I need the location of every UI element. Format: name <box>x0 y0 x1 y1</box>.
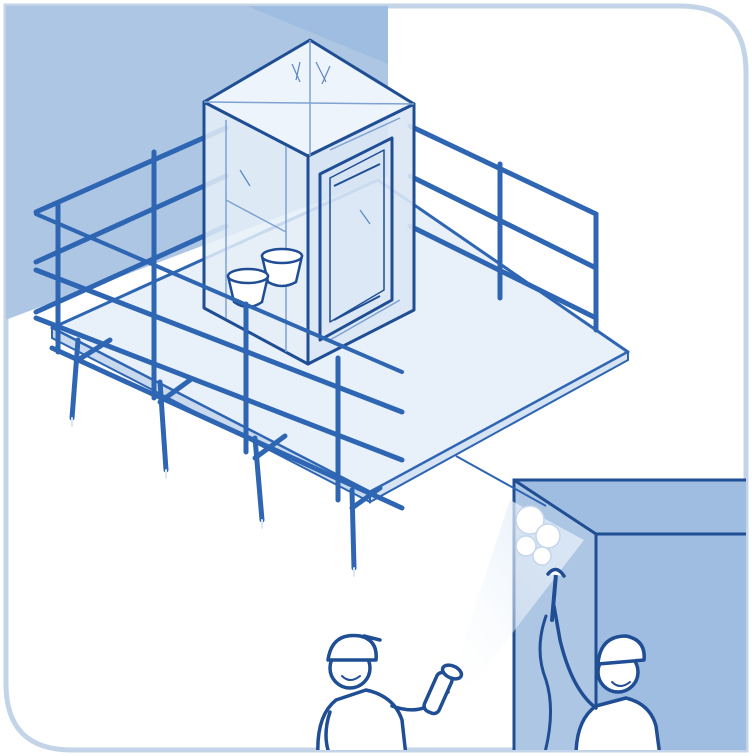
glass-booth <box>204 40 414 364</box>
